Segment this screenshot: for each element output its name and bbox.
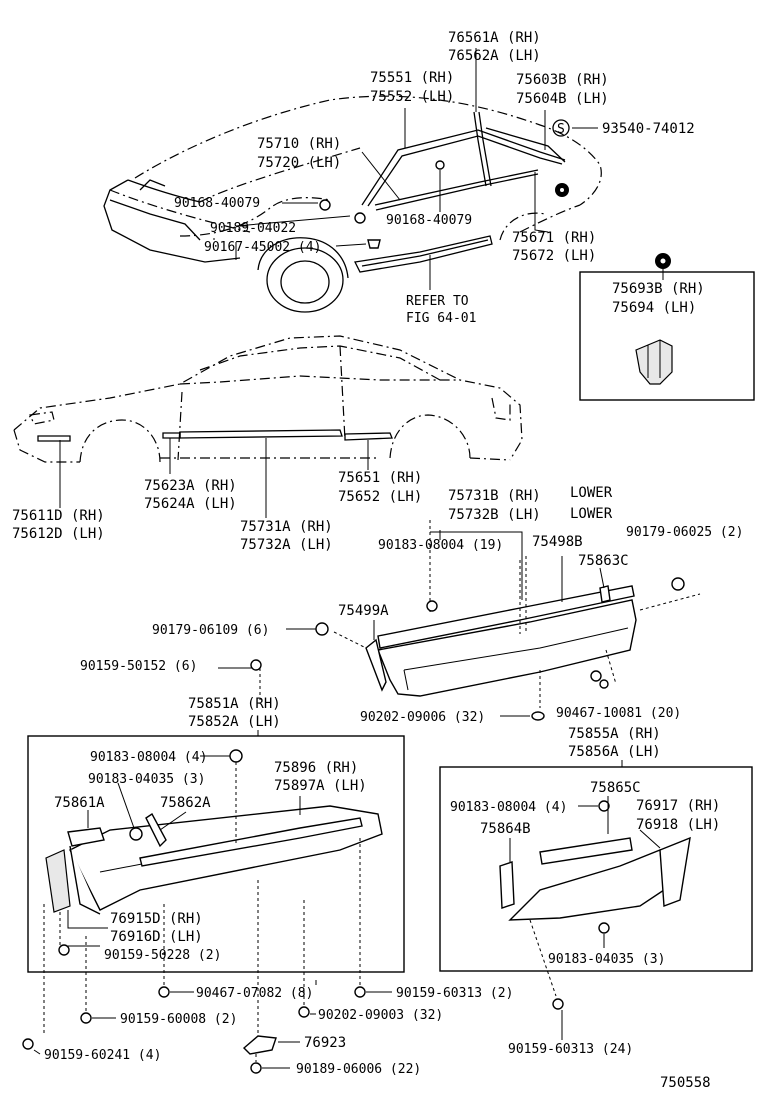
label-76918: 76918 (LH) — [636, 817, 720, 833]
label-75862A: 75862A — [160, 795, 211, 811]
label-75720: 75720 (LH) — [257, 155, 341, 171]
label-lower-2: LOWER — [570, 506, 613, 522]
upper-car-illustration — [103, 95, 602, 313]
label-90202-09006: 90202-09006 (32) — [360, 710, 485, 725]
label-90159-60008: 90159-60008 (2) — [120, 1012, 237, 1027]
label-76916D: 76916D (LH) — [110, 929, 203, 945]
label-75731B: 75731B (RH) — [448, 488, 541, 504]
label-90159-60241: 90159-60241 (4) — [44, 1048, 161, 1063]
clip-90467-07082-icon — [158, 986, 170, 998]
label-90467-07082: 90467-07082 (8) — [196, 986, 313, 1001]
s-symbol: S — [557, 122, 565, 137]
label-75855A: 75855A (RH) — [568, 726, 661, 742]
label-75863C: 75863C — [578, 553, 629, 569]
rocker-box-75855A — [439, 766, 753, 972]
screw-90159-50228-icon — [58, 944, 70, 956]
inset-box-75693B — [579, 271, 755, 401]
label-75694: 75694 (LH) — [612, 300, 696, 316]
side-car-illustration — [13, 335, 523, 463]
label-90159-60313-2: 90159-60313 (2) — [396, 986, 513, 1001]
label-75851A: 75851A (RH) — [188, 696, 281, 712]
labels: 76561A (RH) 76562A (LH) 75551 (RH) 75552… — [12, 30, 743, 1091]
label-90183-04035-3b: 90183-04035 (3) — [548, 952, 665, 967]
label-90189-04022: 90189-04022 — [210, 221, 296, 236]
label-75603B: 75603B (RH) — [516, 72, 609, 88]
label-90183-08004-19: 90183-08004 (19) — [378, 538, 503, 553]
label-75551: 75551 (RH) — [370, 70, 454, 86]
label-90168-40079-b: 90168-40079 — [386, 213, 472, 228]
screw-90159-60313-icon — [354, 986, 366, 998]
label-93540-74012: 93540-74012 — [602, 121, 695, 137]
label-75612D: 75612D (LH) — [12, 526, 105, 542]
label-75856A: 75856A (LH) — [568, 744, 661, 760]
label-75732A: 75732A (LH) — [240, 537, 333, 553]
label-75552: 75552 (LH) — [370, 89, 454, 105]
label-lower-1: LOWER — [570, 485, 613, 501]
label-76562A: 76562A (LH) — [448, 48, 541, 64]
screw-90159-60241-icon — [22, 1038, 34, 1050]
clip-90189-06006-icon — [250, 1062, 262, 1074]
label-75864B: 75864B — [480, 821, 531, 837]
screw-90159-60008-icon — [80, 1012, 92, 1024]
label-76915D: 76915D (RH) — [110, 911, 203, 927]
label-90179-06109: 90179-06109 (6) — [152, 623, 269, 638]
clip-90183-08004-icon — [426, 600, 438, 612]
label-75852A: 75852A (LH) — [188, 714, 281, 730]
label-75731A: 75731A (RH) — [240, 519, 333, 535]
clip-90202-09003-icon — [298, 1006, 310, 1018]
refer-to-line1: REFER TO — [406, 294, 469, 309]
clip-90467-10081-icon — [590, 670, 602, 682]
label-90159-60313-24: 90159-60313 (24) — [508, 1042, 633, 1057]
label-76917: 76917 (RH) — [636, 798, 720, 814]
rear-rocker-illustration — [499, 800, 691, 934]
label-75651: 75651 (RH) — [338, 470, 422, 486]
label-75624A: 75624A (LH) — [144, 496, 237, 512]
label-90159-50228: 90159-50228 (2) — [104, 948, 221, 963]
figure-number: 750558 — [660, 1075, 711, 1091]
rocker-box-75851A — [27, 735, 405, 973]
label-90159-50152: 90159-50152 (6) — [80, 659, 197, 674]
clip-75694-illustration — [635, 339, 673, 385]
label-75693B: 75693B (RH) — [612, 281, 705, 297]
label-90183-08004-4b: 90183-08004 (4) — [450, 800, 567, 815]
label-90189-06006: 90189-06006 (22) — [296, 1062, 421, 1077]
rocker-panel-illustration — [45, 749, 383, 915]
label-76561A: 76561A (RH) — [448, 30, 541, 46]
screw-90159-50152-icon — [250, 659, 262, 671]
label-90183-08004-4a: 90183-08004 (4) — [90, 750, 207, 765]
label-75897A: 75897A (LH) — [274, 778, 367, 794]
label-90179-06025: 90179-06025 (2) — [626, 525, 743, 540]
label-75652: 75652 (LH) — [338, 489, 422, 505]
label-75623A: 75623A (RH) — [144, 478, 237, 494]
label-75865C: 75865C — [590, 780, 641, 796]
label-75498B: 75498B — [532, 534, 583, 550]
nut-90179-06109-icon — [315, 622, 329, 636]
label-75611D: 75611D (RH) — [12, 508, 105, 524]
label-75861A: 75861A — [54, 795, 105, 811]
clip-90179-06025-icon — [671, 577, 685, 591]
label-90202-09003: 90202-09003 (32) — [318, 1008, 443, 1023]
label-90183-04035-3a: 90183-04035 (3) — [88, 772, 205, 787]
clip-90202-09006-icon — [531, 711, 545, 721]
lower-molding-illustration — [259, 520, 701, 708]
label-75732B: 75732B (LH) — [448, 507, 541, 523]
label-90467-10081: 90467-10081 (20) — [556, 706, 681, 721]
label-75710: 75710 (RH) — [257, 136, 341, 152]
screw-90159-60313b-icon — [552, 998, 564, 1010]
label-75896: 75896 (RH) — [274, 760, 358, 776]
label-75672: 75672 (LH) — [512, 248, 596, 264]
label-75671: 75671 (RH) — [512, 230, 596, 246]
label-90167-45002: 90167-45002 (4) — [204, 240, 321, 255]
label-75499A: 75499A — [338, 603, 389, 619]
refer-to-line2: FIG 64-01 — [406, 311, 476, 326]
label-90168-40079-a: 90168-40079 — [174, 196, 260, 211]
label-75604B: 75604B (LH) — [516, 91, 609, 107]
label-76923: 76923 — [304, 1035, 346, 1051]
bracket-76923-icon — [242, 1035, 277, 1055]
